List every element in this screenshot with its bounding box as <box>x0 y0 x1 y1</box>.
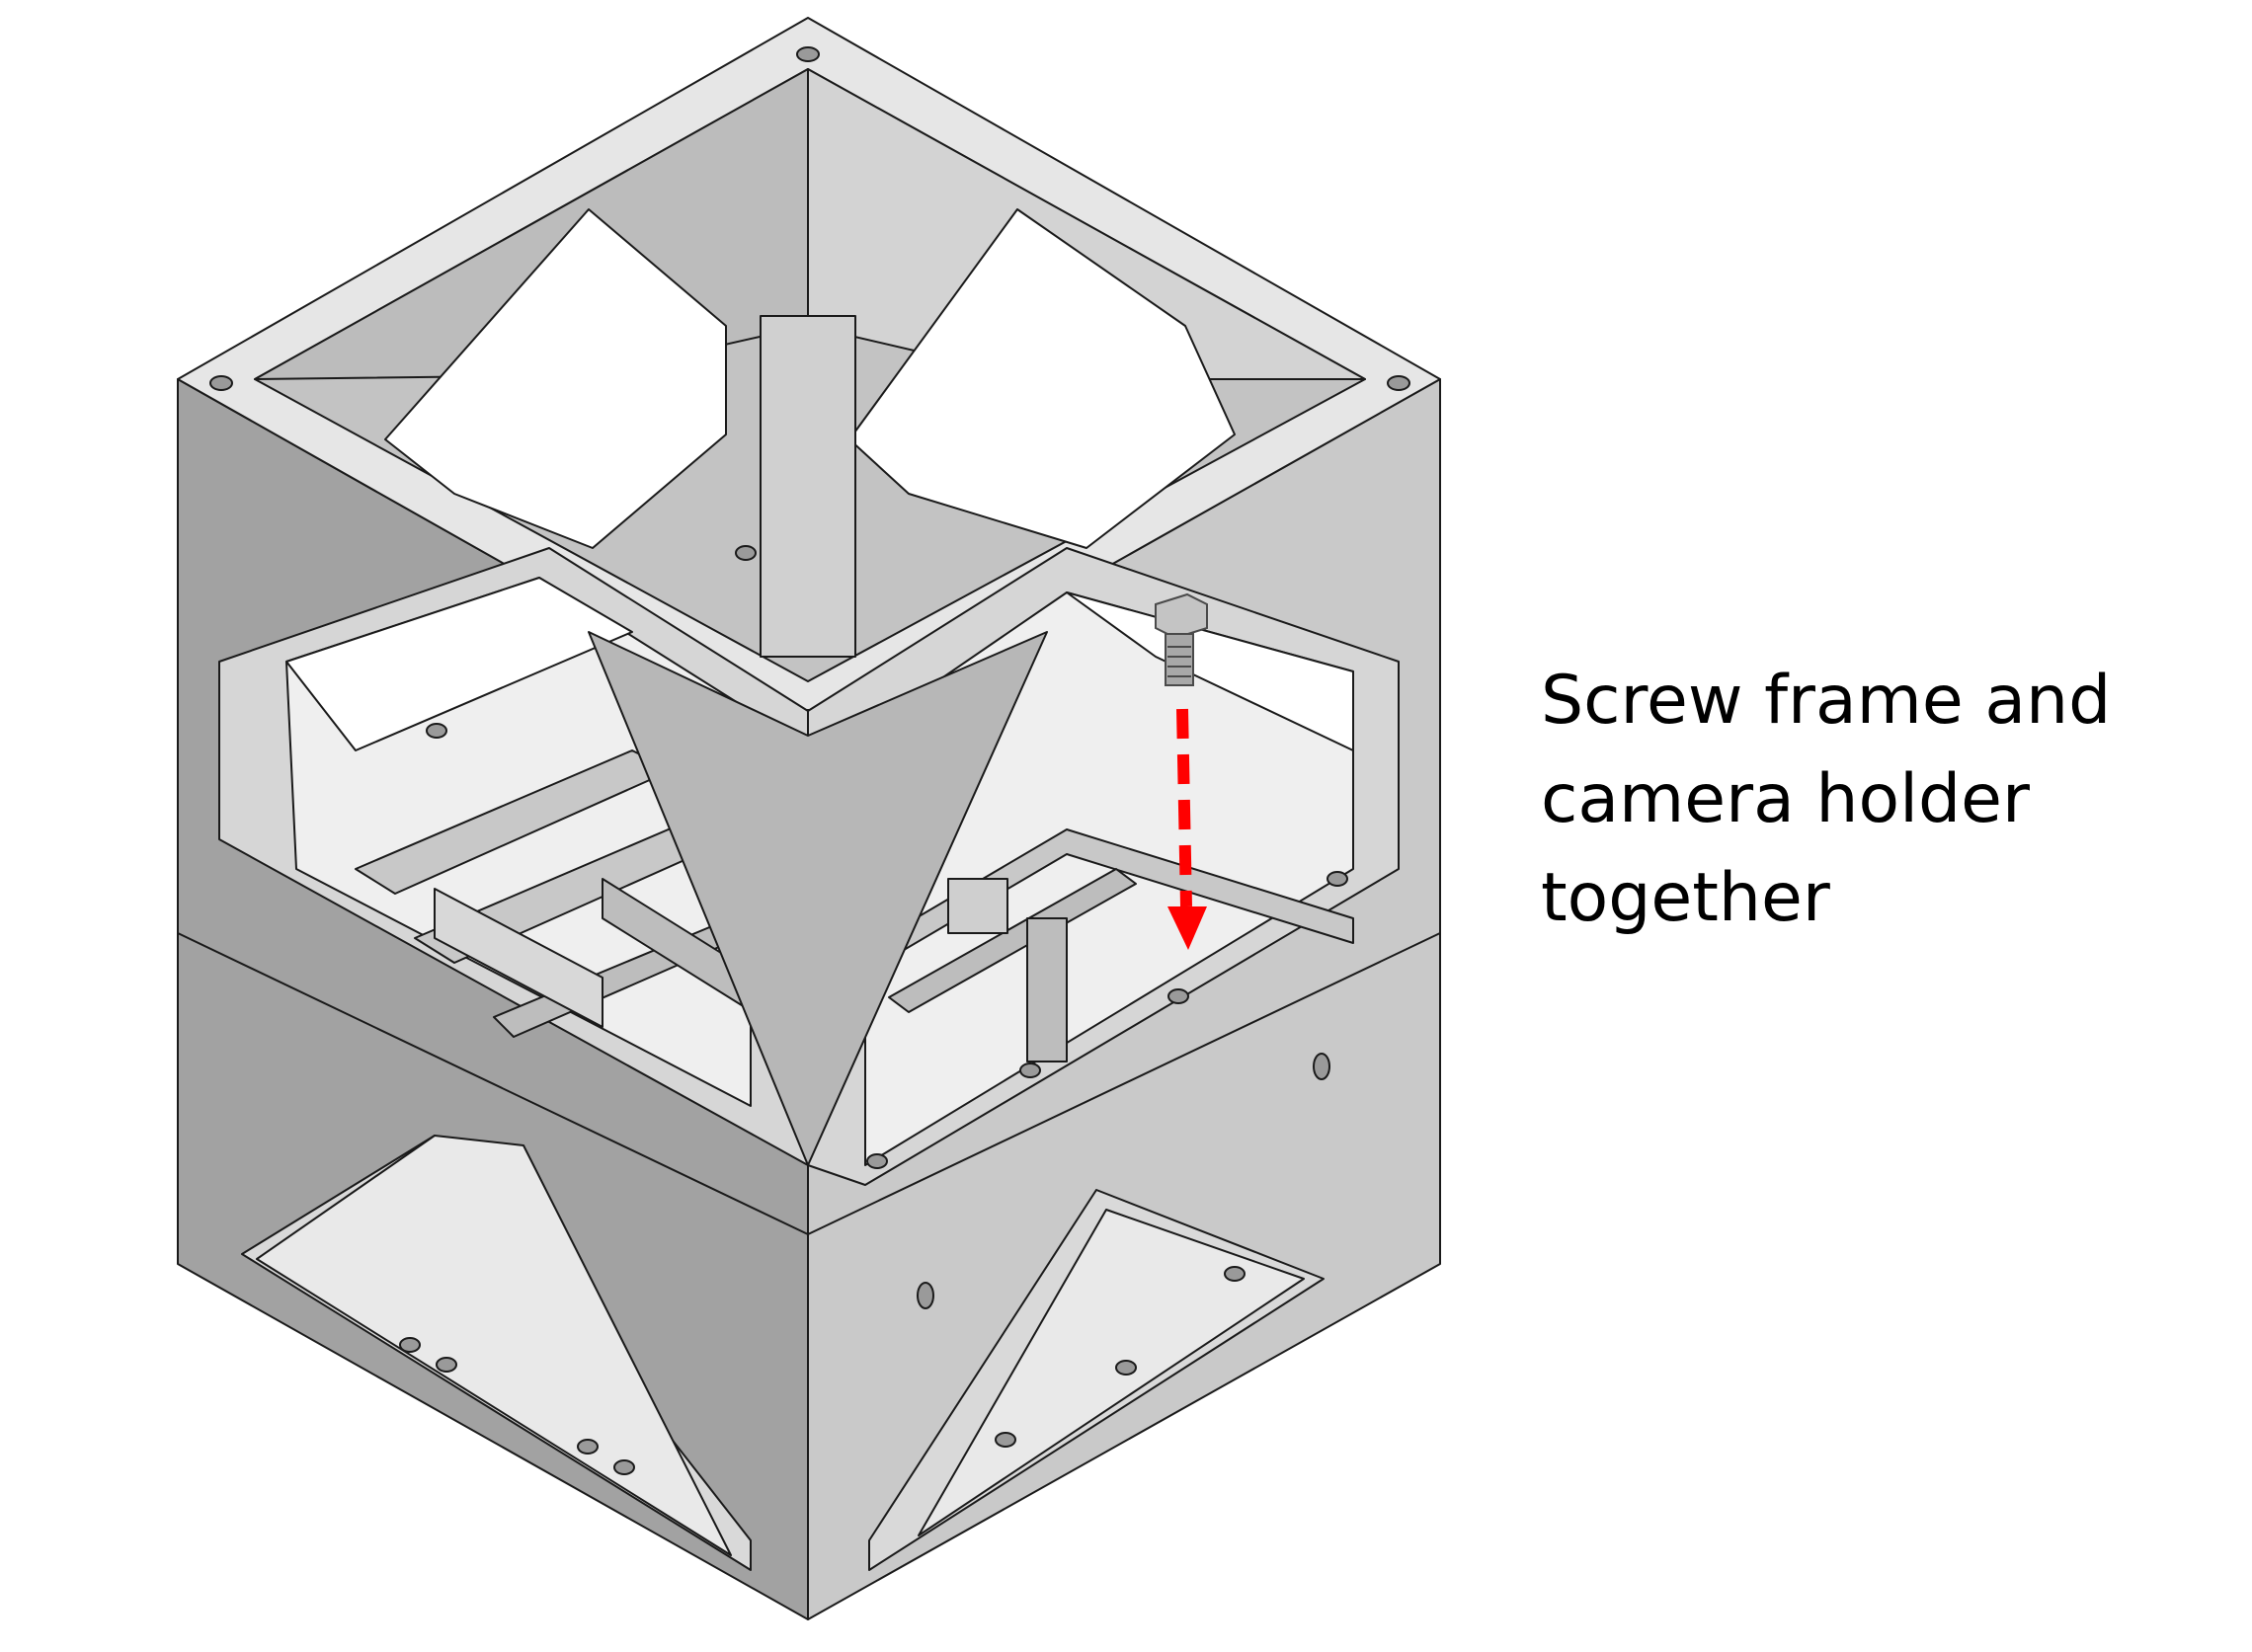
inner-post <box>1026 917 1068 1062</box>
center-post <box>760 315 856 658</box>
caption-line-2: camera holder <box>1541 760 2030 838</box>
instruction-caption: Screw frame and camera holder together <box>1541 652 2232 948</box>
screw-hole <box>399 1337 421 1353</box>
screw-hole <box>1313 1053 1330 1080</box>
screw-hole <box>1019 1062 1041 1078</box>
screw-hole <box>1115 1360 1137 1376</box>
insertion-arrow <box>1167 708 1207 950</box>
screw-hole <box>917 1282 934 1309</box>
top-hex-window-left <box>384 208 727 549</box>
camera-clamp <box>947 878 1008 934</box>
screw-hole <box>796 46 820 62</box>
right-window-white <box>1066 591 1354 751</box>
mid-seam <box>177 932 1441 1235</box>
left-window-white <box>285 577 633 751</box>
screw-hole <box>209 375 233 391</box>
screw-hole <box>613 1459 635 1475</box>
screw-hole <box>436 1357 457 1373</box>
camera-holder-plate <box>434 888 603 1028</box>
screw-hole <box>1167 988 1189 1004</box>
screw-hole <box>995 1432 1016 1448</box>
screw-hole <box>735 545 757 561</box>
screw-hole <box>1387 375 1410 391</box>
hex-bolt-icon <box>1155 592 1208 686</box>
screw-hole <box>426 723 447 739</box>
lower-right-floor <box>918 1209 1305 1536</box>
gusset-upper <box>588 631 1048 1166</box>
caption-line-1: Screw frame and <box>1541 662 2112 740</box>
screw-hole <box>1224 1266 1246 1282</box>
screw-hole <box>866 1153 888 1169</box>
screw-hole <box>577 1439 599 1455</box>
rail <box>888 868 1137 1013</box>
screw-hole <box>1327 871 1348 887</box>
lower-left-floor <box>256 1135 732 1556</box>
caption-line-3: together <box>1541 859 1830 937</box>
